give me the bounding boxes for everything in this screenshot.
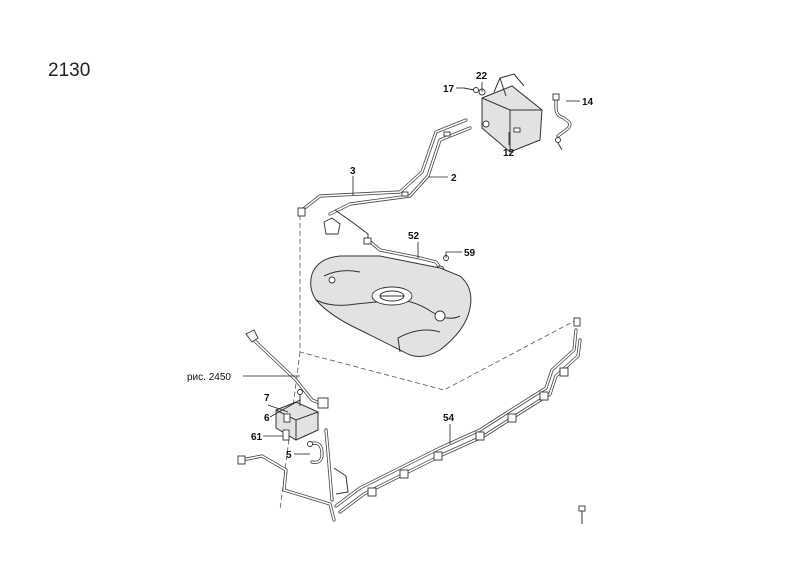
callout-6: 6 <box>264 413 270 424</box>
page-number: 2130 <box>48 60 91 81</box>
callout-61: 61 <box>251 432 263 443</box>
vent-line-52 <box>363 237 445 275</box>
line-clip-grommet <box>323 217 341 235</box>
bracket-stud-61 <box>282 429 290 441</box>
callout-22: 22 <box>476 71 488 82</box>
fuel-tank <box>310 255 472 357</box>
harness-ref-2450 <box>245 329 329 409</box>
callout-3: 3 <box>350 166 356 177</box>
leader-lines <box>243 82 580 455</box>
callout-52: 52 <box>408 231 420 242</box>
callout-59: 59 <box>464 248 476 259</box>
charcoal-canister <box>481 73 543 153</box>
canister-bolt-17 <box>463 87 479 93</box>
callout-17: 17 <box>443 84 455 95</box>
callout-2: 2 <box>451 173 457 184</box>
callout-7: 7 <box>264 393 270 404</box>
callout-54: 54 <box>443 413 455 424</box>
regulator-bracket <box>275 401 319 441</box>
feed-line-rear <box>237 428 349 522</box>
fuel-line-54 <box>334 317 586 524</box>
callout-12: 12 <box>503 148 515 159</box>
fuel-line-2 <box>328 126 472 216</box>
hose-5 <box>307 441 324 464</box>
reference-figure-2450: рис. 2450 <box>187 372 231 383</box>
vent-hose-14 <box>552 93 572 151</box>
callout-5: 5 <box>286 450 292 461</box>
callout-14: 14 <box>582 97 594 108</box>
